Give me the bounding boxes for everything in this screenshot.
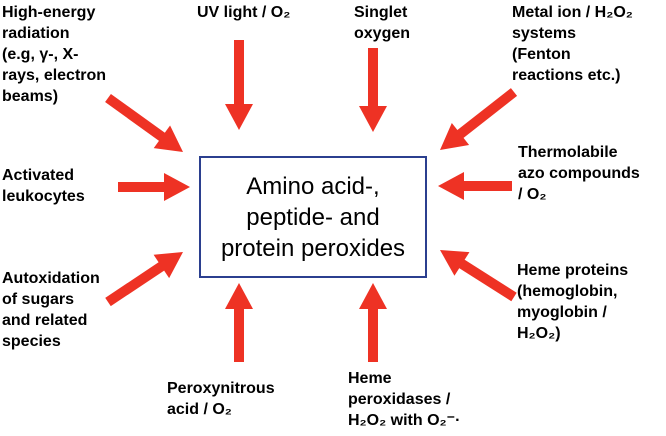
source-peroxynitrous-acid: Peroxynitrous acid / O₂: [167, 380, 275, 418]
source-singlet-oxygen: Singlet oxygen: [354, 4, 411, 42]
arrow-from-heme-proteins-shaft: [457, 258, 517, 302]
arrow-from-radiation: [105, 93, 183, 152]
arrow-from-radiation-head: [153, 125, 183, 152]
source-uv-light: UV light / O₂: [197, 4, 291, 21]
source-metal-ion-fenton: Metal ion / H₂O₂ systems (Fenton reactio…: [512, 4, 633, 84]
arrow-from-azo-head: [438, 172, 464, 200]
arrow-from-sugars: [105, 252, 183, 307]
arrow-from-uv-light-head: [225, 104, 253, 130]
arrow-from-peroxynitrous: [225, 283, 253, 362]
center-line-1: Amino acid-,: [246, 172, 380, 200]
arrow-from-metal-ion-shaft: [455, 88, 518, 140]
arrow-from-metal-ion-head: [440, 122, 470, 150]
source-thermolabile-azo: Thermolabile azo compounds / O₂: [518, 144, 640, 203]
arrow-from-peroxidases-head: [359, 283, 387, 309]
arrow-from-singlet-oxygen: [359, 48, 387, 132]
source-heme-proteins: Heme proteins (hemoglobin, myoglobin / H…: [517, 262, 629, 342]
source-heme-peroxidases: Heme peroxidases / H₂O₂ with O₂⁻·: [348, 370, 461, 429]
source-autoxidation-sugars: Autoxidation of sugars and related speci…: [2, 270, 100, 350]
arrow-from-leukocytes-head: [164, 173, 190, 201]
arrow-from-peroxynitrous-head: [225, 283, 253, 309]
arrow-from-metal-ion: [440, 88, 518, 150]
source-high-energy-radiation: High-energy radiation (e.g, γ-, X- rays,…: [2, 4, 107, 105]
arrow-from-radiation-shaft: [105, 93, 167, 143]
center-line-3: protein peroxides: [220, 234, 406, 262]
arrow-from-sugars-shaft: [105, 261, 166, 307]
center-line-2: peptide- and: [246, 203, 380, 231]
arrow-from-singlet-oxygen-head: [359, 106, 387, 132]
arrow-from-heme-proteins-head: [440, 250, 470, 276]
arrows-group: [105, 40, 518, 362]
source-activated-leukocytes: Activated leukocytes: [2, 167, 85, 205]
center-box-peroxides: Amino acid-, peptide- and protein peroxi…: [199, 156, 427, 278]
arrow-from-leukocytes: [118, 173, 190, 201]
arrow-from-azo: [438, 172, 512, 200]
arrow-from-uv-light: [225, 40, 253, 130]
arrow-from-sugars-head: [153, 252, 183, 279]
arrow-from-heme-proteins: [440, 250, 517, 302]
arrow-from-peroxidases: [359, 283, 387, 362]
